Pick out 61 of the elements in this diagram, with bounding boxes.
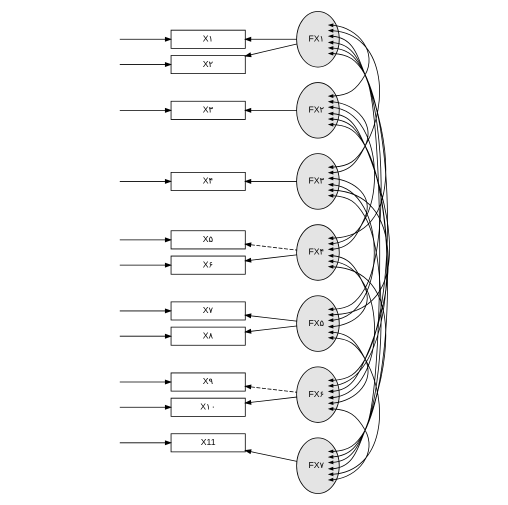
node-ellipse: FX۳ [296,153,340,210]
arrow [327,28,380,170]
arrow [244,36,296,42]
arrow [327,122,388,459]
arrow [327,336,380,476]
arrow [118,178,172,184]
node-box: X۷ [170,301,246,320]
arrow [244,44,297,58]
arrow [118,237,172,242]
arrow [118,108,172,113]
arrow [327,34,386,240]
arrow [327,46,388,382]
arrow [118,440,172,446]
node-box: X۹ [170,372,246,392]
arrow [327,52,380,454]
arrow [244,326,296,334]
node-ellipse: FX۶ [296,366,340,423]
arrow [327,330,368,406]
arrow [327,176,368,252]
node-ellipse: FX۴ [296,224,340,281]
arrow [118,62,172,68]
arrow [244,396,296,405]
arrow [244,254,296,263]
node-ellipse: FX۵ [296,295,340,352]
node-box: X۲ [170,55,246,74]
arrow [244,242,296,250]
arrow [244,384,296,393]
node-box: X۵ [170,230,246,250]
arrow [327,259,374,400]
node-ellipse: FX۷ [296,438,340,494]
node-box: X11 [170,433,246,452]
arrow [327,407,369,482]
arrow [327,117,387,388]
node-box: X۱۰ [170,398,246,417]
node-box: X۱ [170,30,246,49]
node-ellipse: FX۲ [296,82,340,139]
arrow [327,23,369,98]
node-box: X۴ [170,172,246,191]
arrow [327,106,374,246]
arrow [118,334,172,339]
arrow [327,194,381,464]
arrow [327,182,374,322]
arrow [327,264,386,471]
arrow [118,404,172,410]
arrow [327,188,388,394]
node-box: X۶ [170,256,246,275]
arrow [244,313,296,322]
arrow [244,449,297,462]
node-ellipse: FX۱ [296,11,340,68]
node-box: X۳ [170,100,246,120]
arrow [327,100,368,175]
arrow [118,262,172,268]
arrow [327,112,390,317]
arrow [244,178,296,184]
node-box: X۸ [170,326,246,346]
arrow [118,380,172,384]
arrow [327,254,368,328]
arrow [118,36,172,42]
arrow [244,108,296,113]
arrow [118,308,172,314]
arrow [327,40,381,312]
